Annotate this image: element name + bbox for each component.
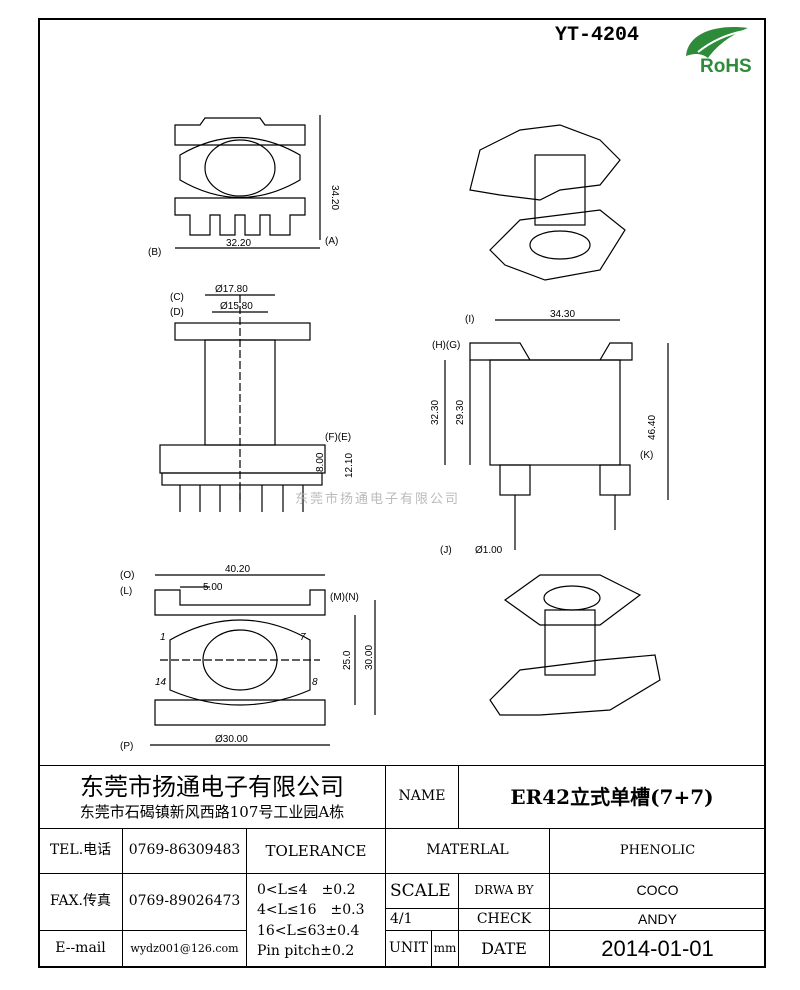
dim-30-00: 30.00 [364,645,375,670]
side-view: (I) (H)(G) 34.30 32.30 29.30 46.40 (K) (… [430,309,669,556]
material-label: MATERLAL [385,828,550,874]
fax-value: 0769-89026473 [122,873,247,931]
isometric-view-top [469,124,626,281]
label-i: (I) [465,314,474,325]
label-mn: (M)(N) [330,592,359,603]
company-address: 东莞市石碣镇新风西路107号工业园A栋 [79,802,345,821]
label-c: (C) [170,292,184,303]
dim-40-20: 40.20 [225,564,250,575]
dim-46-40: 46.40 [647,415,658,440]
fax-label: FAX.传真 [38,873,123,931]
scale-value: 4/1 [385,908,459,931]
date-label: DATE [458,930,550,968]
dim-1-00: Ø1.00 [475,545,503,556]
pin-14-label: 14 [155,677,167,688]
top-view: (B) (A) 32.20 34.20 [148,115,340,258]
dim-12-10: 12.10 [344,453,355,478]
label-k: (K) [640,450,653,461]
tolerance-row: 0<L≤4 ±0.2 [257,881,356,898]
check-value: ANDY [549,908,766,931]
label-a: (A) [325,236,338,247]
drawn-by-value: COCO [549,873,766,909]
dim-29-30: 29.30 [455,400,466,425]
dim-8-00: 8.00 [315,452,326,472]
dim-15-80: Ø15.80 [220,301,253,312]
date-value: 2014-01-01 [549,930,766,968]
company-cell: 东莞市扬通电子有限公司 东莞市石碣镇新风西路107号工业园A栋 [38,765,386,829]
unit-value: mm [431,930,459,968]
watermark: 东莞市扬通电子有限公司 [295,492,461,507]
bottom-view: (O) (L) 40.20 5.00 (M)(N) 25.0 30.00 (P)… [120,564,376,752]
label-d: (D) [170,307,184,318]
tolerance-row: 16<L≤63±0.4 [257,922,360,939]
name-label: NAME [385,765,459,829]
isometric-view-bottom [489,574,661,716]
tolerance-row: Pin pitch±0.2 [257,942,355,959]
rohs-logo-text: RoHS [700,56,752,77]
dim-34-30: 34.30 [550,309,575,320]
email-label: E--mail [38,930,123,968]
pin-1-label: 1 [160,632,166,643]
dim-30-00-dia: Ø30.00 [215,734,248,745]
unit-label: UNIT [385,930,432,968]
pin-8-label: 8 [312,677,318,688]
part-name: ER42立式单槽(7+7) [458,765,766,829]
technical-drawing: (B) (A) 32.20 34.20 (C) (D) Ø17.80 Ø15.8… [120,115,669,752]
front-view: (C) (D) Ø17.80 Ø15.80 (F)(E) 8.00 12.10 [159,284,355,512]
company-name: 东莞市扬通电子有限公司 [80,772,344,801]
dim-17-80: Ø17.80 [215,284,248,295]
tolerance-row: 4<L≤16 ±0.3 [257,902,365,919]
dim-32-20: 32.20 [226,238,251,249]
tolerance-label: TOLERANCE [246,828,386,874]
tel-label: TEL.电话 [38,828,123,874]
label-b: (B) [148,247,161,258]
label-l: (L) [120,586,132,597]
pins-front [179,485,304,512]
dim-25-0: 25.0 [342,650,353,670]
label-p: (P) [120,741,133,752]
label-fe: (F)(E) [325,432,351,443]
dim-34-20: 34.20 [329,185,340,210]
check-label: CHECK [458,908,550,931]
email-value: wydz001@126.com [122,930,247,968]
tolerance-table: 0<L≤4 ±0.2 4<L≤16 ±0.3 16<L≤63±0.4 Pin p… [246,873,386,968]
model-number: YT-4204 [555,24,640,47]
scale-label: SCALE [385,873,459,909]
label-j: (J) [440,545,452,556]
material-value: PHENOLIC [549,828,766,874]
rohs-leaf-logo [686,27,748,58]
pin-7-label: 7 [300,632,306,643]
dim-32-30: 32.30 [430,400,441,425]
drawn-by-label: DRWA BY [458,873,550,909]
label-hg: (H)(G) [432,340,460,351]
dim-5-00: 5.00 [203,582,223,593]
label-o: (O) [120,570,134,581]
tel-value: 0769-86309483 [122,828,247,874]
